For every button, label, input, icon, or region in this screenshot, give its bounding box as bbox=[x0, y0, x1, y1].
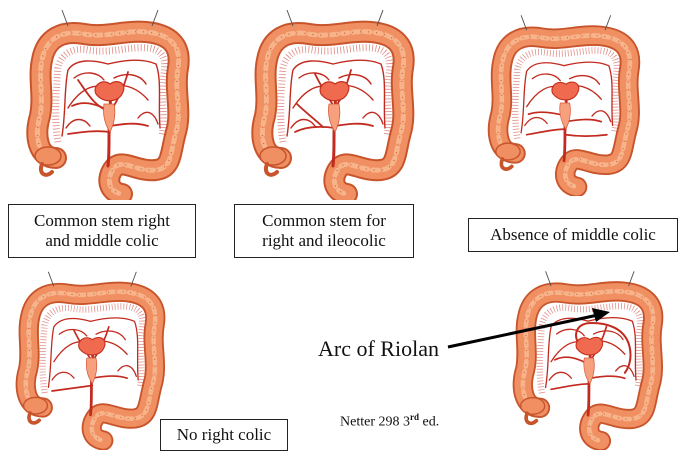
caption-line: Common stem right bbox=[34, 211, 170, 231]
colon-illustration-absence-middle-colic bbox=[480, 10, 648, 196]
citation-superscript: rd bbox=[410, 412, 419, 422]
colon-illustration-arc-of-riolan bbox=[505, 266, 671, 450]
citation-text: Netter 298 3 bbox=[340, 415, 410, 430]
caption-line: and middle colic bbox=[34, 231, 170, 251]
caption-line: right and ileocolic bbox=[262, 231, 386, 251]
caption-common-stem-right-ileocolic: Common stem for right and ileocolic bbox=[234, 204, 414, 258]
netter-citation: Netter 298 3rd ed. bbox=[340, 412, 439, 431]
caption-absence-middle-colic: Absence of middle colic bbox=[468, 218, 678, 252]
citation-text-tail: ed. bbox=[419, 415, 439, 430]
caption-line: Common stem for bbox=[262, 211, 386, 231]
caption-common-stem-right-middle-colic: Common stem right and middle colic bbox=[8, 204, 196, 258]
caption-line: Absence of middle colic bbox=[490, 225, 656, 245]
colon-illustration-common-stem-right-middle bbox=[18, 8, 198, 200]
arc-of-riolan-label: Arc of Riolan bbox=[318, 336, 439, 362]
caption-no-right-colic: No right colic bbox=[160, 419, 288, 451]
colon-illustration-common-stem-right-ileocolic bbox=[243, 8, 423, 200]
caption-line: No right colic bbox=[177, 425, 271, 445]
arc-of-riolan-pointer-arrow bbox=[440, 305, 615, 355]
colon-illustration-no-right-colic bbox=[8, 266, 173, 450]
